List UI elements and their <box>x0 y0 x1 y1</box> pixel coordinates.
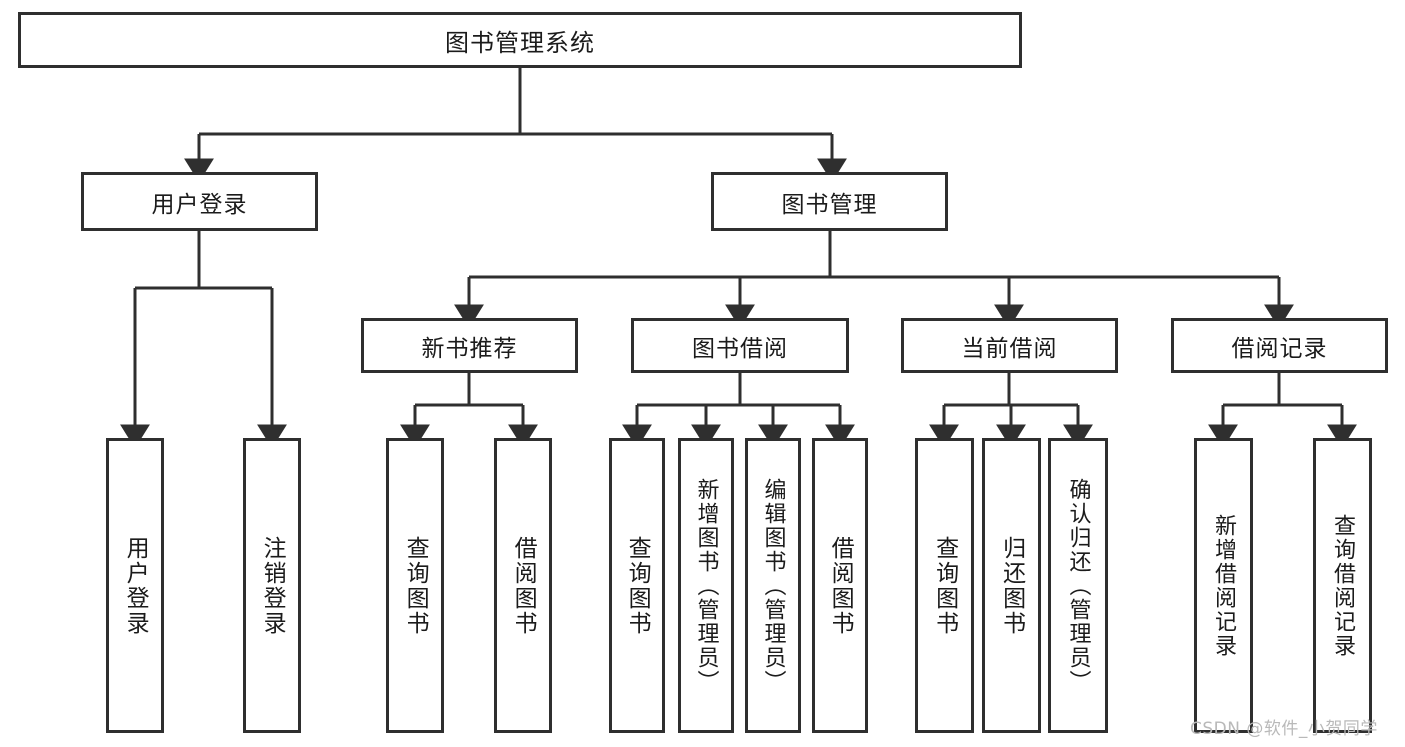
leaf-label: 新增图书（管理员） <box>693 477 719 694</box>
leaf-label: 借阅图书 <box>827 535 854 636</box>
leaf-record-query-record[interactable]: 查询借阅记录 <box>1313 438 1372 733</box>
leaf-current-confirm-return-admin[interactable]: 确认归还（管理员） <box>1048 438 1108 733</box>
leaf-label: 查询借阅记录 <box>1330 513 1356 658</box>
leaf-label: 借阅图书 <box>510 535 537 636</box>
leaf-record-add-record[interactable]: 新增借阅记录 <box>1194 438 1253 733</box>
leaf-label: 用户登录 <box>122 535 149 636</box>
node-book-borrow[interactable]: 图书借阅 <box>631 318 849 373</box>
leaf-label: 查询图书 <box>624 535 651 636</box>
leaf-label: 查询图书 <box>402 535 429 636</box>
node-current-borrow[interactable]: 当前借阅 <box>901 318 1118 373</box>
node-book-management[interactable]: 图书管理 <box>711 172 948 231</box>
leaf-label: 归还图书 <box>998 535 1025 636</box>
leaf-label: 注销登录 <box>259 535 286 636</box>
leaf-current-return-book[interactable]: 归还图书 <box>982 438 1041 733</box>
node-user-login[interactable]: 用户登录 <box>81 172 318 231</box>
leaf-borrow-query-book[interactable]: 查询图书 <box>609 438 665 733</box>
leaf-new-book-borrow[interactable]: 借阅图书 <box>494 438 552 733</box>
csdn-watermark: CSDN @软件_小贺同学 <box>1190 719 1378 739</box>
leaf-borrow-add-book-admin[interactable]: 新增图书（管理员） <box>678 438 734 733</box>
leaf-label: 确认归还（管理员） <box>1065 477 1091 694</box>
leaf-user-login-logout[interactable]: 注销登录 <box>243 438 301 733</box>
leaf-user-login-login[interactable]: 用户登录 <box>106 438 164 733</box>
leaf-borrow-borrow-book[interactable]: 借阅图书 <box>812 438 868 733</box>
leaf-label: 编辑图书（管理员） <box>760 477 786 694</box>
leaf-label: 查询图书 <box>931 535 958 636</box>
node-borrow-record[interactable]: 借阅记录 <box>1171 318 1388 373</box>
leaf-label: 新增借阅记录 <box>1211 513 1237 658</box>
leaf-current-query-book[interactable]: 查询图书 <box>915 438 974 733</box>
node-root-system[interactable]: 图书管理系统 <box>18 12 1022 68</box>
node-new-book-recommend[interactable]: 新书推荐 <box>361 318 578 373</box>
leaf-new-book-query[interactable]: 查询图书 <box>386 438 444 733</box>
leaf-borrow-edit-book-admin[interactable]: 编辑图书（管理员） <box>745 438 801 733</box>
